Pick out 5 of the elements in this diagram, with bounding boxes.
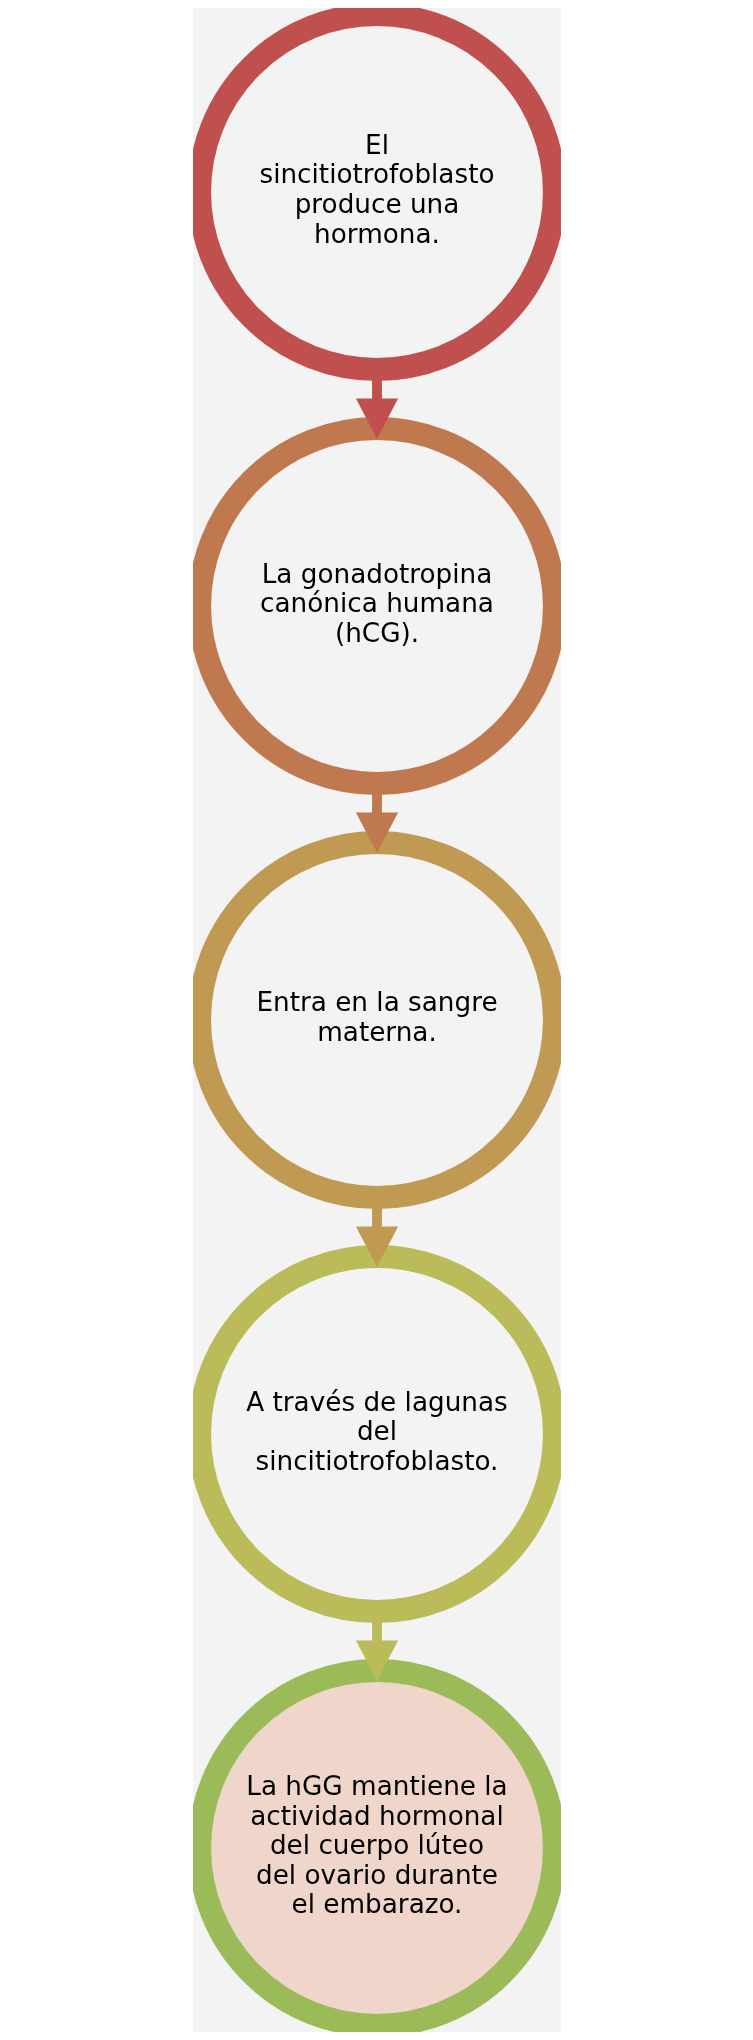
- node-circle: El sincitiotrofoblasto produce una hormona.: [192, 8, 561, 381]
- node-circle: Entra en la sangre materna.: [192, 831, 561, 1209]
- node-circle: La gonadotropina canónica humana (hCG).: [192, 417, 561, 795]
- node-circle: A través de lagunas del sincitiotrofoblasto.: [192, 1245, 561, 1623]
- node-circle: La hGG mantiene la actividad hormonal del cuerpo lúteo del ovario durante el embarazo.: [192, 1659, 561, 2032]
